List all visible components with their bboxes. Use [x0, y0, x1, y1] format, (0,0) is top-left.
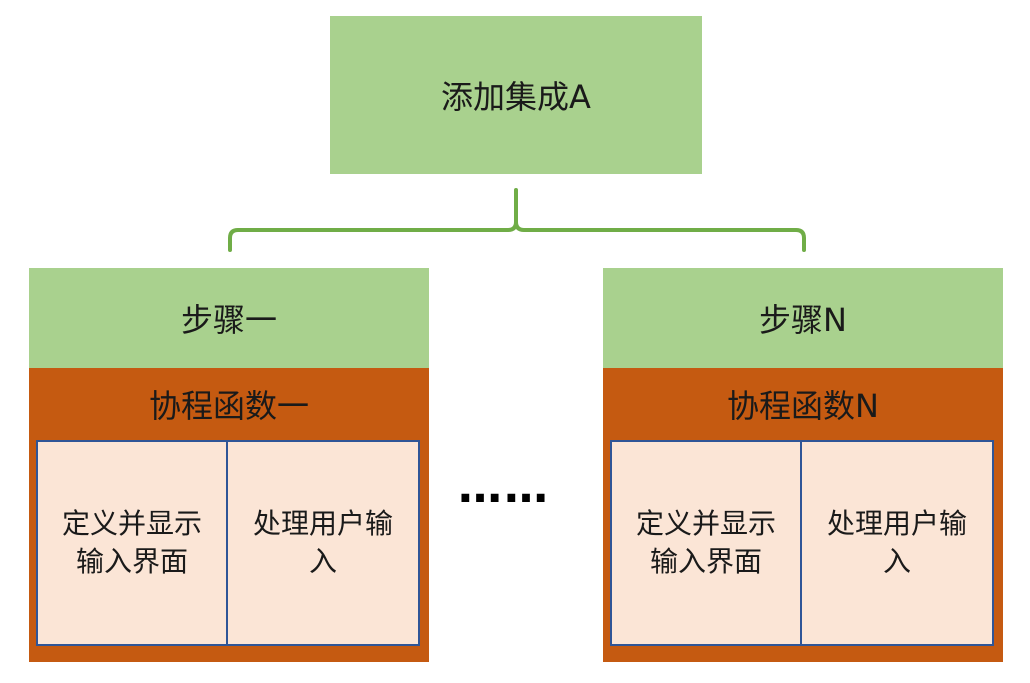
coroutine-cells: 定义并显示输入界面 处理用户输入 — [36, 440, 420, 646]
coroutine-cells: 定义并显示输入界面 处理用户输入 — [610, 440, 994, 646]
top-node: 添加集成A — [330, 16, 702, 174]
cell-label: 处理用户输入 — [826, 507, 967, 578]
ellipsis: …… — [458, 462, 550, 513]
coroutine-title: 协程函数一 — [148, 387, 309, 425]
bracket-path — [228, 188, 806, 252]
step-label: 步骤一 — [180, 301, 277, 339]
cell-define-ui: 定义并显示输入界面 — [610, 440, 802, 646]
group-step-n: 步骤N 协程函数N 定义并显示输入界面 处理用户输入 — [603, 268, 1003, 662]
cell-define-ui: 定义并显示输入界面 — [36, 440, 228, 646]
cell-label: 处理用户输入 — [252, 507, 393, 578]
group-step-1: 步骤一 协程函数一 定义并显示输入界面 处理用户输入 — [29, 268, 429, 662]
cell-label: 定义并显示输入界面 — [635, 507, 776, 578]
step-label: 步骤N — [759, 301, 847, 339]
cell-label: 定义并显示输入界面 — [61, 507, 202, 578]
top-node-label: 添加集成A — [441, 78, 591, 116]
cell-handle-input: 处理用户输入 — [228, 440, 420, 646]
step-box: 步骤一 — [29, 268, 429, 368]
coroutine-box: 协程函数N 定义并显示输入界面 处理用户输入 — [603, 368, 1003, 662]
coroutine-title: 协程函数N — [727, 387, 879, 425]
coroutine-box: 协程函数一 定义并显示输入界面 处理用户输入 — [29, 368, 429, 662]
cell-handle-input: 处理用户输入 — [802, 440, 994, 646]
step-box: 步骤N — [603, 268, 1003, 368]
